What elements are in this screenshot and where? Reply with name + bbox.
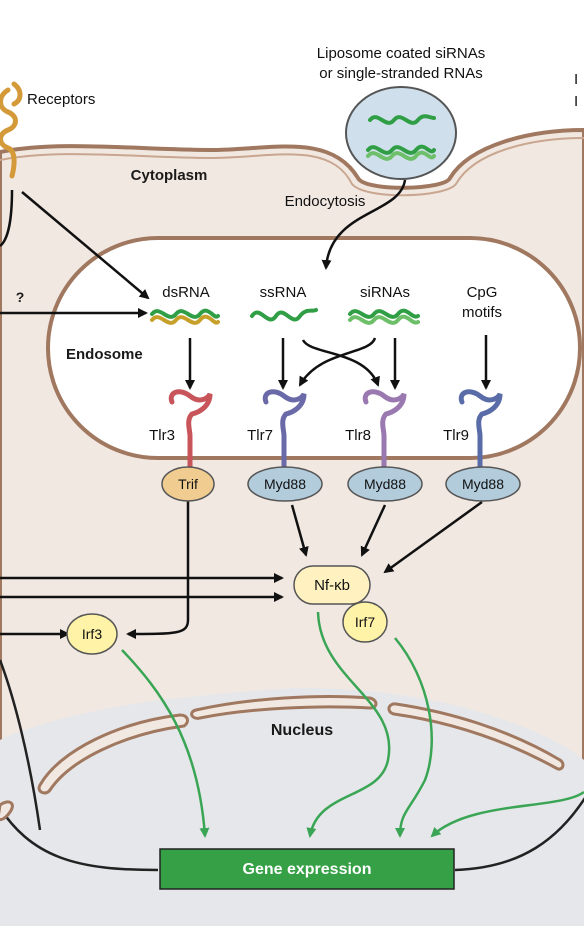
tlr3-receptor-icon [168, 389, 213, 473]
gene-expression-arrows [121, 611, 584, 838]
plasma-membrane-inner [0, 137, 584, 197]
edge-mark-1: I [574, 71, 578, 88]
tlr7-label: Tlr7 [247, 427, 273, 444]
sirnas-label: siRNAs [360, 284, 410, 301]
tlr7-receptor-icon [262, 389, 307, 473]
dsrna-icon [150, 308, 220, 325]
trif-node [161, 466, 215, 502]
edge-mark-2: I [574, 93, 578, 110]
signal-arrows [0, 179, 491, 639]
ssrna-icon [250, 308, 318, 322]
ssrna-label: ssRNA [260, 284, 307, 301]
question-mark: ? [16, 289, 25, 305]
nuclear-envelope-left-arc [0, 659, 42, 831]
myd88-node-b [347, 466, 423, 502]
irf7-node [342, 601, 388, 643]
tlr9-receptor-icon [458, 389, 503, 473]
myd88-label-c: Myd88 [462, 476, 504, 492]
cpg-label-line2: motifs [462, 304, 502, 321]
myd88-node-a [247, 466, 323, 502]
endosome-label: Endosome [66, 346, 143, 363]
myd88-label-a: Myd88 [264, 476, 306, 492]
tlr8-label: Tlr8 [345, 427, 371, 444]
trif-label: Trif [178, 476, 198, 492]
nuclear-envelope [0, 797, 584, 872]
irf3-label: Irf3 [82, 626, 102, 642]
er-membranes [0, 695, 565, 822]
endocytosis-label: Endocytosis [285, 193, 366, 210]
myd88-label-b: Myd88 [364, 476, 406, 492]
tlr9-label: Tlr9 [443, 427, 469, 444]
cytoplasm-label: Cytoplasm [131, 167, 208, 184]
dsrna-label: dsRNA [162, 284, 210, 301]
gene-expression-box [159, 848, 455, 890]
sirna-cross-arrows [298, 337, 380, 387]
liposome [345, 86, 457, 180]
sirna-icon [348, 308, 420, 325]
nfkb-label: Nf-κb [314, 577, 350, 594]
gene-expression-label: Gene expression [243, 861, 372, 878]
myd88-node-c [445, 466, 521, 502]
receptor-left-arrow-stub [0, 189, 14, 247]
tlr8-receptor-icon [362, 389, 407, 473]
nucleus-label: Nucleus [271, 722, 333, 739]
receptor-icon [0, 81, 23, 179]
irf7-label: Irf7 [355, 614, 375, 630]
liposome-rna-icon [366, 114, 436, 161]
liposome-label-line2: or single-stranded RNAs [319, 65, 482, 82]
irf3-node [66, 613, 118, 655]
receptors-label: Receptors [27, 91, 95, 108]
cpg-label-line1: CpG [467, 284, 498, 301]
nfkb-node [293, 565, 371, 605]
liposome-label-line1: Liposome coated siRNAs [317, 45, 485, 62]
tlr3-label: Tlr3 [149, 427, 175, 444]
